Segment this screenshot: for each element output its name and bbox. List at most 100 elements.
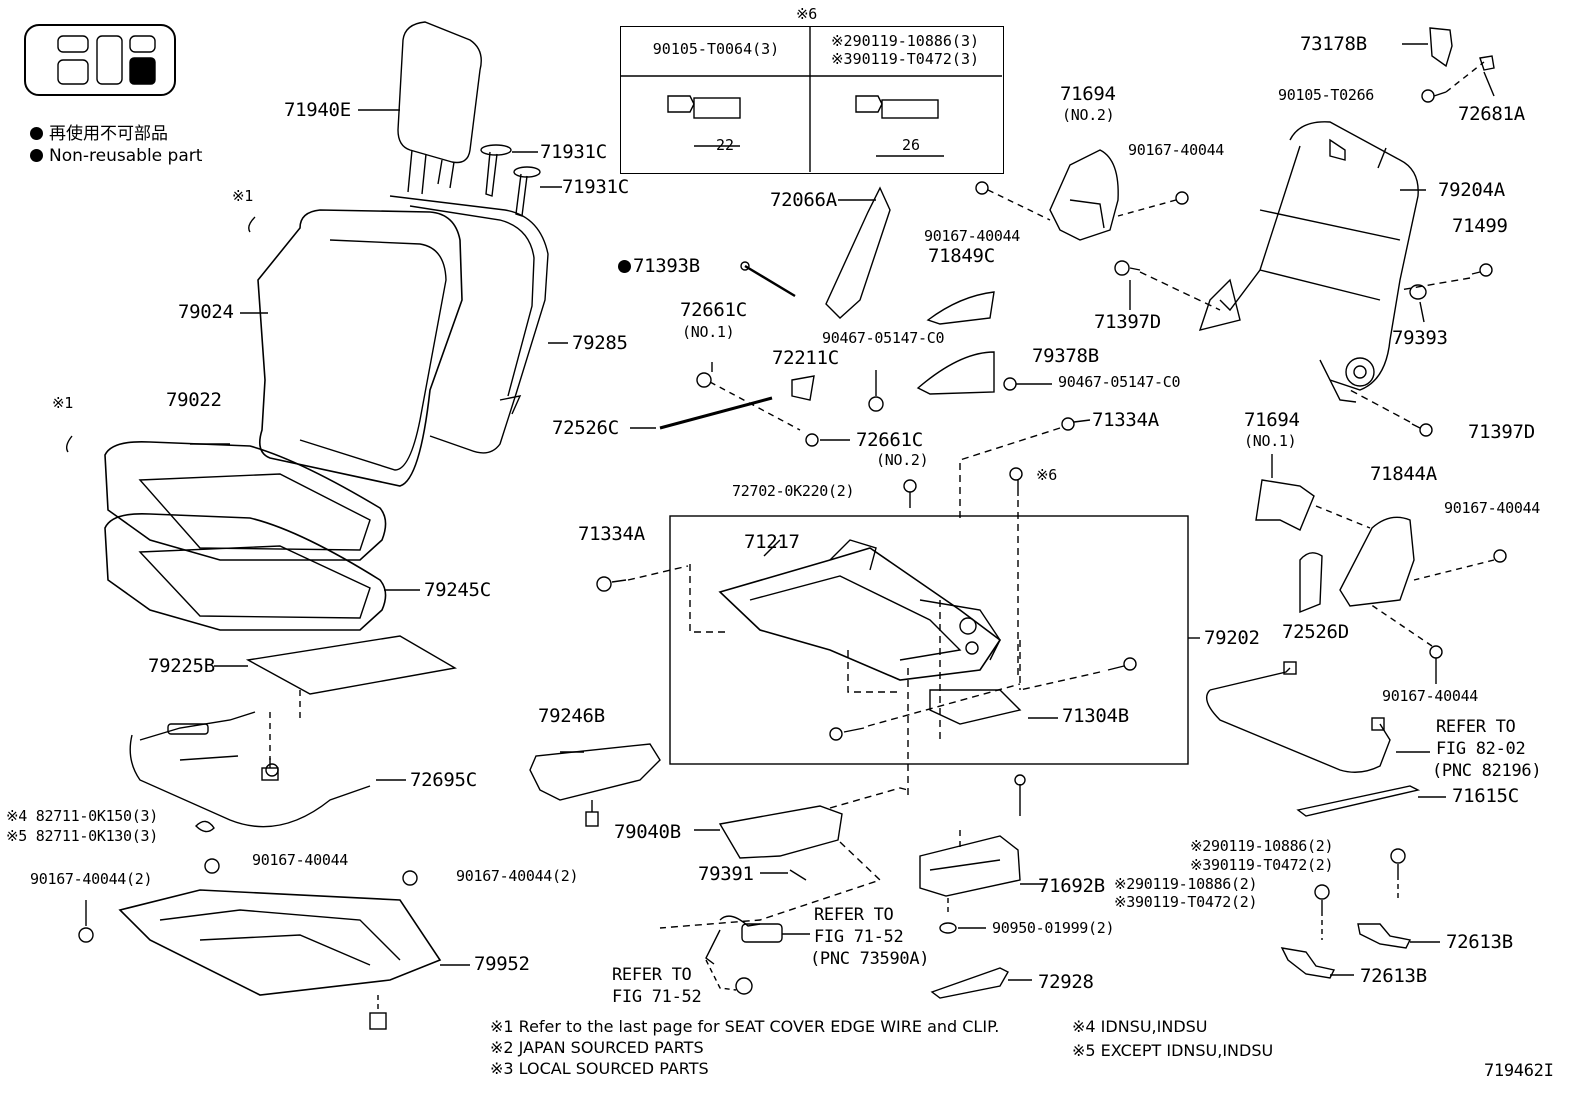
label-90167-b: 90167-40044(2) [456, 867, 579, 885]
label-72695C: 72695C [410, 769, 477, 791]
frame-bolts-drawing [596, 417, 1137, 816]
label-90167-a: 90167-40044 [252, 851, 349, 869]
refer-7152b-line1: REFER TO [612, 965, 692, 985]
label-71694-a: 71694 [1060, 83, 1116, 105]
table-col1-part: 90105-T0064(3) [652, 40, 780, 58]
label-90119-b1: ※290119-10886(2) [1114, 875, 1258, 893]
footnote-2: ※2 JAPAN SOURCED PARTS [490, 1038, 704, 1057]
label-mark6: ※6 [1036, 466, 1057, 484]
label-72526C: 72526C [552, 417, 619, 439]
label-90119-a2: ※390119-T0472(2) [1190, 856, 1334, 874]
label-71615C: 71615C [1452, 785, 1519, 807]
label-mark1-a: ※1 [232, 187, 253, 205]
label-90167-d: 90167-40044 [1128, 141, 1225, 159]
label-71397D-a: 71397D [1094, 311, 1161, 333]
label-72613B-b: 72613B [1360, 965, 1427, 987]
bolt-table: 90105-T0064(3) ※290119-10886(3) ※390119-… [620, 26, 1004, 174]
label-72661C-2: 72661C [856, 429, 923, 451]
headrest-drawing [358, 21, 482, 195]
filled-dot-icon [30, 149, 43, 162]
label-90167-f: 90167-40044 [1444, 499, 1541, 517]
label-79952: 79952 [474, 953, 530, 975]
center-upper-parts-drawing [630, 186, 891, 447]
label-90167-g: 90167-40044 [1382, 687, 1479, 705]
frame-top-parts-drawing [1402, 27, 1495, 103]
refer-7152a-line3: (PNC 73590A) [810, 949, 930, 969]
right-side-covers-drawing [1255, 454, 1507, 684]
label-90467-b: 90467-05147-C0 [1058, 373, 1181, 391]
filled-dot-icon [30, 127, 43, 140]
refer-7152a-line2: FIG 71-52 [814, 927, 904, 947]
rail-brackets-drawing [1280, 848, 1440, 979]
table-col2-part-line1: ※290119-10886(3) [830, 32, 980, 50]
side-covers-drawing [868, 149, 1189, 412]
label-71849C: 71849C [928, 245, 995, 267]
label-71694-b: 71694 [1244, 409, 1300, 431]
label-no2-b: (NO.2) [1062, 106, 1115, 124]
seat-cushion-drawing [104, 440, 420, 631]
label-no1-b: (NO.1) [1244, 432, 1297, 450]
label-79391: 79391 [698, 863, 754, 885]
label-72613B-a: 72613B [1446, 931, 1513, 953]
frame-bolts-right-drawing [1114, 260, 1493, 437]
wire-harness-drawing [1206, 661, 1446, 817]
footnote-4: ※4 IDNSU,INDSU [1072, 1017, 1208, 1036]
legend-non-reusable-en: Non-reusable part [30, 146, 202, 166]
seat-mat-drawing [214, 635, 457, 760]
figure-id: 719462I [1484, 1061, 1554, 1081]
legend-non-reusable-jp: 再使用不可部品 [30, 119, 168, 144]
footnote-3: ※3 LOCAL SOURCED PARTS [490, 1059, 709, 1078]
label-no2-a: (NO.2) [876, 451, 929, 469]
refer-7152a-line1: REFER TO [814, 905, 894, 925]
label-90105: 90105-T0266 [1278, 86, 1375, 104]
seat-frame-box [669, 515, 1200, 800]
label-71334A-a: 71334A [578, 523, 645, 545]
lower-shield-drawing [78, 758, 470, 1030]
footnote-1: ※1 Refer to the last page for SEAT COVER… [490, 1017, 1000, 1036]
table-col2-dimension: 26 [901, 136, 921, 154]
label-79204A: 79204A [1438, 179, 1505, 201]
table-mark: ※6 [796, 5, 817, 23]
label-90950: 90950-01999(2) [992, 919, 1115, 937]
label-71844A: 71844A [1370, 463, 1437, 485]
label-no1-a: (NO.1) [682, 323, 735, 341]
label-79202: 79202 [1204, 627, 1260, 649]
label-71931C-b: 71931C [562, 176, 629, 198]
label-71217: 71217 [744, 531, 800, 553]
label-79024: 79024 [178, 301, 234, 323]
refer-7152b-line2: FIG 71-52 [612, 987, 702, 1007]
refer-82-line3: (PNC 82196) [1432, 761, 1542, 781]
table-col2-part-line2: ※390119-T0472(3) [830, 50, 980, 68]
label-71499: 71499 [1452, 215, 1508, 237]
clip-drawing [195, 820, 215, 833]
seatback-frame-drawing [1198, 121, 1426, 403]
label-90167-e: 90167-40044 [924, 227, 1021, 245]
label-71393B: 71393B [618, 256, 700, 277]
label-71692B: 71692B [1038, 875, 1105, 897]
label-72066A: 72066A [770, 189, 837, 211]
lower-center-parts-drawing [919, 830, 1046, 999]
label-72928: 72928 [1038, 971, 1094, 993]
label-79285: 79285 [572, 332, 628, 354]
label-73178B: 73178B [1300, 33, 1367, 55]
seat-position-icon [24, 24, 176, 96]
label-71397D-b: 71397D [1468, 421, 1535, 443]
buckle-drawing [705, 915, 810, 995]
refer-82-line1: REFER TO [1436, 717, 1516, 737]
footnote-5: ※5 EXCEPT IDNSU,INDSU [1072, 1041, 1274, 1060]
label-90167-c: 90167-40044(2) [30, 870, 153, 888]
label-79022: 79022 [166, 389, 222, 411]
table-col1-dimension: 22 [715, 136, 735, 154]
bolt-table-drawing [620, 26, 1002, 172]
label-79040B: 79040B [614, 821, 681, 843]
label-79225B: 79225B [148, 655, 215, 677]
label-79378B: 79378B [1032, 345, 1099, 367]
refer-82-line2: FIG 82-02 [1436, 739, 1526, 759]
non-reusable-dot-icon [618, 260, 631, 273]
label-82711-5: ※5 82711-0K130(3) [6, 827, 158, 845]
label-79393: 79393 [1392, 327, 1448, 349]
label-90119-b2: ※390119-T0472(2) [1114, 893, 1258, 911]
release-cable-drawing [129, 711, 406, 828]
label-71940E: 71940E [284, 99, 351, 121]
